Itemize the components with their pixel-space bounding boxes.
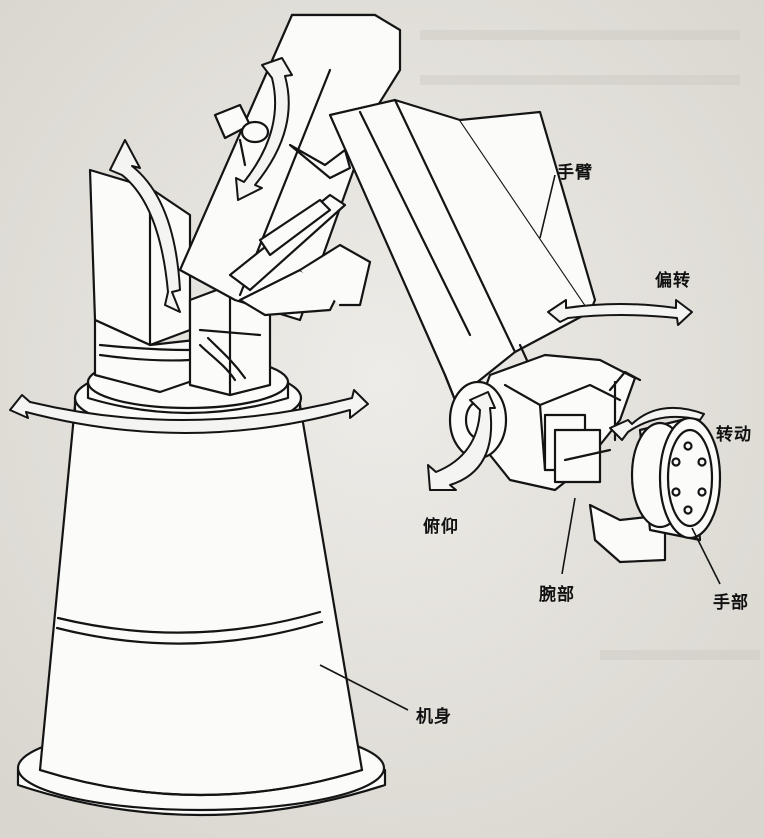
yaw-arrow xyxy=(547,299,693,326)
elbow-swing-arrow xyxy=(235,57,293,201)
shoulder-swing-arrow xyxy=(109,139,181,313)
label-pitch: 俯仰 xyxy=(423,517,459,537)
leader-lines xyxy=(319,174,721,711)
upper-arm xyxy=(178,13,402,322)
label-roll: 转动 xyxy=(716,425,752,445)
pitch-arrow xyxy=(427,391,496,491)
label-wrist: 腕部 xyxy=(539,585,575,605)
background-faint-lines xyxy=(420,30,760,660)
bolt-holes xyxy=(671,441,707,515)
wrist xyxy=(448,353,667,564)
label-arm: 手臂 xyxy=(557,163,593,183)
hand-flange xyxy=(630,416,722,542)
roll-arrow xyxy=(609,407,705,441)
label-yaw: 偏转 xyxy=(655,271,691,291)
label-hand: 手部 xyxy=(713,593,749,613)
label-body: 机身 xyxy=(416,707,452,727)
base-rotation-arrow xyxy=(9,389,369,434)
